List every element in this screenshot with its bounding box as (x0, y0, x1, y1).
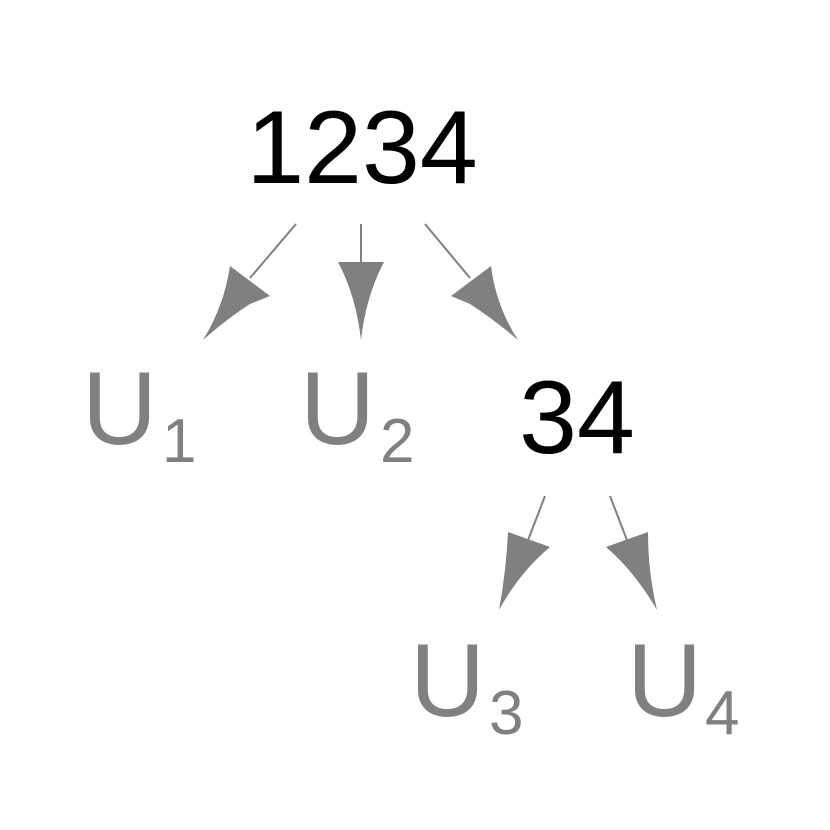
leaf-u4: U 4 (627, 623, 739, 748)
arrowhead-icon (606, 532, 657, 610)
arrowhead-icon (338, 262, 384, 340)
leaf-u1: U 1 (82, 351, 196, 476)
edge-root-to-u1 (203, 223, 297, 340)
leaf-u1-subscript: 1 (162, 407, 196, 476)
edge-34-to-u3 (499, 495, 550, 610)
leaf-u4-subscript: 4 (705, 679, 739, 748)
node-34: 34 (519, 360, 635, 476)
leaf-u2-base: U (300, 351, 375, 467)
leaf-u3-subscript: 3 (489, 679, 523, 748)
arrowhead-icon (499, 532, 550, 610)
leaf-u2: U 2 (300, 351, 414, 476)
node-root: 1234 (246, 90, 477, 206)
edge-34-to-u4 (606, 495, 657, 610)
arrowhead-icon (451, 266, 518, 340)
edges (203, 223, 657, 610)
leaf-u3: U 3 (410, 623, 523, 748)
arrowhead-icon (203, 266, 270, 340)
leaf-u1-base: U (82, 351, 157, 467)
edge-root-to-u2 (338, 224, 384, 340)
leaf-u3-base: U (410, 623, 485, 739)
leaf-u2-subscript: 2 (380, 407, 414, 476)
edge-root-to-34 (424, 223, 518, 340)
leaf-u4-base: U (627, 623, 702, 739)
